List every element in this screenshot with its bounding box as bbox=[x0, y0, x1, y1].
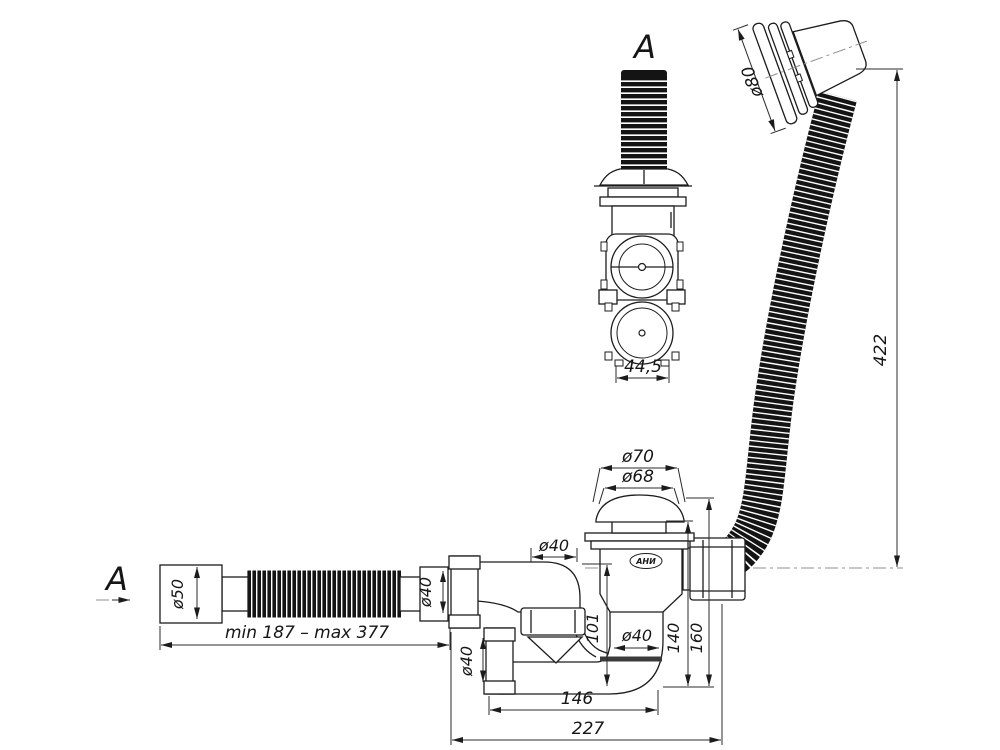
dim-cap-outer-label: ø70 bbox=[621, 447, 654, 467]
dim-hose-length: 422 bbox=[856, 68, 903, 567]
dim-trap-bottom-label: ø40 bbox=[457, 646, 476, 677]
dim-trap-width: 146 bbox=[488, 689, 659, 715]
dim-trap-bottom: ø40 bbox=[457, 638, 486, 682]
dim-trap-branch-label: ø40 bbox=[538, 536, 569, 555]
dim-flex-outlet: ø40 bbox=[416, 571, 446, 613]
dim-cap-inner-label: ø68 bbox=[621, 467, 654, 487]
dim-valve-outlet-label: ø40 bbox=[621, 626, 652, 645]
dim-cap-outer: ø70 bbox=[592, 447, 686, 503]
dim-total-width: 227 bbox=[450, 604, 723, 745]
dim-trap-height-label: 101 bbox=[583, 613, 602, 644]
flex-inlet-cuff bbox=[159, 564, 223, 624]
trap-cone bbox=[526, 636, 584, 664]
flexible-pipe: ø50 ø40 min 187 – max 377 bbox=[159, 564, 451, 650]
dim-trap-branch: ø40 bbox=[530, 536, 578, 562]
dim-flex-inlet: ø50 bbox=[168, 567, 200, 619]
dim-flex-length-label: min 187 – max 377 bbox=[225, 623, 389, 643]
dim-flex-length: min 187 – max 377 bbox=[159, 623, 451, 650]
dim-flex-inlet-label: ø50 bbox=[168, 579, 187, 610]
view-a-label: A bbox=[104, 560, 128, 598]
dim-valve-outlet: ø40 bbox=[614, 626, 659, 651]
dim-flex-outlet-label: ø40 bbox=[416, 577, 435, 608]
dim-cap-inner: ø68 bbox=[598, 467, 680, 505]
dim-section-width-label: 44,5 bbox=[624, 357, 662, 377]
dim-total-height: 160 bbox=[663, 497, 714, 688]
dim-valve-height: 140 bbox=[664, 520, 693, 686]
trap-assembly bbox=[448, 555, 664, 695]
dim-total-height-label: 160 bbox=[687, 623, 706, 654]
trap-union-nut bbox=[520, 607, 586, 636]
view-a-indicator: A bbox=[96, 560, 130, 603]
overflow-hose bbox=[706, 90, 857, 586]
brand-logo-label: АНИ bbox=[635, 557, 656, 566]
dim-section-width: 44,5 bbox=[615, 357, 670, 383]
dim-valve-height-label: 140 bbox=[664, 623, 683, 654]
dim-trap-width-label: 146 bbox=[561, 689, 594, 709]
dim-total-width-label: 227 bbox=[572, 719, 605, 739]
valve-cap bbox=[595, 494, 685, 523]
dim-hose-length-label: 422 bbox=[871, 334, 891, 366]
trap-inlet-pipe bbox=[475, 561, 581, 613]
section-a-view: A bbox=[594, 28, 692, 383]
brand-logo bbox=[629, 553, 663, 569]
section-a-label: A bbox=[632, 28, 656, 66]
drain-valve: АНИ ø70 ø68 bbox=[584, 447, 746, 613]
dim-trap-height: 101 bbox=[582, 563, 612, 686]
overflow-head: ø80 bbox=[732, 20, 868, 135]
dim-overflow-head-label: ø80 bbox=[738, 63, 768, 101]
